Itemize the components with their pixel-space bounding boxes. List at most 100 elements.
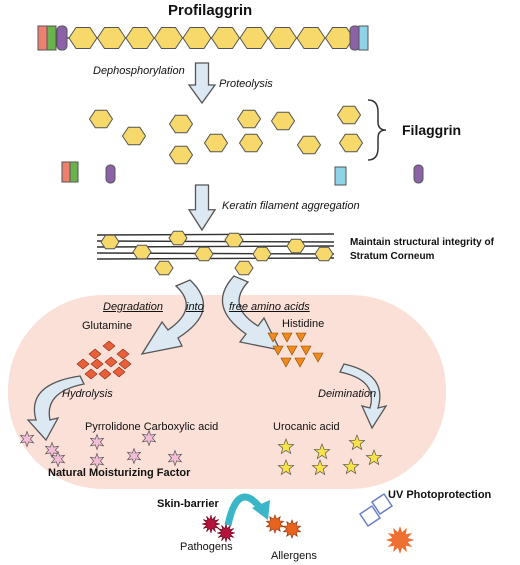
uv-photoprotection-label: UV Photoprotection bbox=[388, 489, 492, 501]
urocanic-molecule bbox=[277, 438, 295, 455]
pathogen-icon bbox=[216, 523, 236, 543]
hydrolysis-arrow bbox=[26, 375, 85, 442]
structural-integrity-label-2: Stratum Corneum bbox=[350, 251, 435, 262]
glutamine-molecule bbox=[88, 348, 102, 360]
histidine-molecule bbox=[300, 345, 312, 356]
keratin-filament bbox=[96, 257, 335, 260]
filaggrin-label: Filaggrin bbox=[402, 122, 462, 138]
keratin-filament bbox=[96, 233, 335, 236]
sun-icon bbox=[392, 532, 408, 548]
aggregated-filaggrin bbox=[154, 260, 174, 276]
profilaggrin-unit bbox=[68, 27, 98, 49]
filaggrin-monomer bbox=[168, 145, 194, 165]
filaggrin-monomer bbox=[238, 133, 264, 153]
keratin-aggregation-label: Keratin filament aggregation bbox=[222, 200, 360, 212]
uv-absorber-square-1 bbox=[370, 492, 394, 516]
free-domain-red bbox=[61, 161, 71, 183]
degradation-label: Degradation bbox=[103, 301, 163, 313]
aggregated-filaggrin bbox=[100, 234, 120, 250]
skin-barrier-label: Skin-barrier bbox=[157, 498, 219, 510]
filaggrin-monomer bbox=[203, 133, 229, 153]
allergens-label: Allergens bbox=[271, 550, 317, 562]
pca-molecule bbox=[19, 430, 35, 448]
profilaggrin-title: Profilaggrin bbox=[168, 2, 253, 19]
profilaggrin-unit bbox=[210, 27, 241, 49]
glutamine-molecule bbox=[112, 366, 126, 378]
dephosphorylation-label: Dephosphorylation bbox=[93, 65, 185, 77]
filaggrin-brace bbox=[367, 99, 387, 161]
aggregated-filaggrin bbox=[194, 246, 214, 262]
deimination-label: Deimination bbox=[318, 388, 377, 400]
arrow-to-filaggrin bbox=[187, 62, 217, 105]
arrow-to-keratin bbox=[187, 184, 217, 232]
filaggrin-monomer bbox=[296, 135, 322, 155]
glutamine-molecule bbox=[116, 348, 130, 360]
aggregated-filaggrin bbox=[286, 238, 306, 254]
profilaggrin-unit bbox=[182, 27, 212, 49]
profilaggrin-unit bbox=[296, 27, 326, 49]
urocanic-molecule bbox=[311, 459, 329, 476]
free-domain-purple-1 bbox=[105, 164, 116, 184]
profilaggrin-unit bbox=[125, 27, 155, 49]
filaggrin-monomer bbox=[336, 105, 362, 125]
urocanic-molecule bbox=[342, 458, 360, 475]
histidine-molecule bbox=[286, 345, 298, 356]
proteolysis-label: Proteolysis bbox=[219, 78, 273, 90]
urocanic-molecule bbox=[313, 443, 331, 460]
glutamine-label: Glutamine bbox=[82, 320, 133, 332]
profilaggrin-unit bbox=[239, 27, 269, 49]
free-amino-acids-label: free amino acids bbox=[229, 301, 310, 313]
histidine-molecule bbox=[312, 352, 324, 363]
filaggrin-monomer bbox=[121, 126, 147, 146]
aggregated-filaggrin bbox=[314, 246, 334, 262]
skin-barrier-arrowhead bbox=[252, 500, 270, 520]
glutamine-molecule bbox=[104, 356, 118, 368]
nmf-label: Natural Moisturizing Factor bbox=[48, 467, 191, 479]
free-domain-blue bbox=[334, 166, 347, 186]
uv-absorber-square-2 bbox=[358, 504, 382, 528]
allergen-icon bbox=[282, 519, 302, 539]
filaggrin-monomer bbox=[88, 109, 114, 129]
pca-label: Pyrrolidone Carboxylic acid bbox=[85, 421, 219, 433]
histidine-molecule bbox=[281, 332, 293, 343]
histidine-molecule bbox=[295, 332, 307, 343]
glutamine-molecule bbox=[76, 358, 90, 370]
pathogens-label: Pathogens bbox=[180, 541, 233, 553]
glutamine-molecule bbox=[118, 358, 132, 370]
histidine-molecule bbox=[272, 345, 284, 356]
aggregated-filaggrin bbox=[252, 246, 272, 262]
structural-integrity-label-1: Maintain structural integrity of bbox=[350, 237, 494, 248]
urocanic-molecule bbox=[348, 434, 366, 451]
profilaggrin-unit bbox=[324, 27, 355, 49]
domain-blue-right bbox=[358, 25, 369, 51]
glutamine-molecule bbox=[84, 368, 98, 380]
aggregated-filaggrin bbox=[224, 232, 244, 248]
glutamine-molecule bbox=[90, 358, 104, 370]
aggregated-filaggrin bbox=[234, 260, 254, 276]
profilaggrin-unit bbox=[96, 27, 127, 49]
deimination-arrow bbox=[339, 363, 388, 430]
histidine-molecule bbox=[267, 332, 279, 343]
urocanic-acid-label: Urocanic acid bbox=[273, 421, 340, 433]
pca-molecule bbox=[141, 429, 157, 447]
histidine-molecule bbox=[294, 357, 306, 368]
free-domain-green bbox=[69, 161, 79, 183]
pca-molecule bbox=[50, 450, 66, 468]
domain-purple-left bbox=[56, 25, 68, 51]
pca-molecule bbox=[44, 441, 60, 459]
pathogen-icon bbox=[201, 514, 221, 534]
amino-acid-region bbox=[8, 295, 446, 489]
skin-barrier-arrow bbox=[224, 493, 265, 526]
domain-green-left bbox=[46, 25, 57, 51]
filaggrin-monomer bbox=[168, 114, 194, 134]
aggregated-filaggrin bbox=[132, 244, 152, 260]
histidine-label: Histidine bbox=[282, 318, 325, 330]
profilaggrin-unit bbox=[267, 27, 298, 49]
aggregated-filaggrin bbox=[168, 230, 188, 246]
filaggrin-monomer bbox=[270, 111, 296, 131]
histidine-molecule bbox=[280, 357, 292, 368]
free-domain-purple-2 bbox=[413, 164, 424, 184]
urocanic-molecule bbox=[365, 449, 383, 466]
glutamine-molecule bbox=[98, 368, 112, 380]
